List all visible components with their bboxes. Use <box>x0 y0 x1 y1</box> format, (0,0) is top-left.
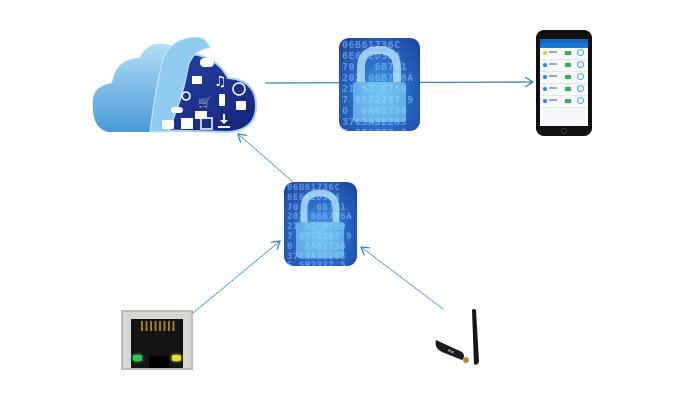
padlock-icon <box>353 45 406 122</box>
cloud-node: ♫ 🛒 <box>88 28 263 138</box>
arrow-ethernet-to-lock <box>192 241 280 314</box>
padlock-icon <box>296 189 344 258</box>
encryption-lock-top: 06B61736C 6E6A2D3D4 70 6B761 202 06B736A… <box>339 38 420 131</box>
phone-list-item <box>540 72 588 84</box>
link-led-green <box>133 355 142 361</box>
calendar-icon <box>200 117 213 130</box>
home-button <box>561 128 567 134</box>
usb-antenna-icon: ▪▪ <box>435 309 479 365</box>
camera-icon <box>162 120 174 129</box>
activity-led-yellow <box>172 355 181 361</box>
phone-list-item <box>540 48 588 60</box>
padlock-icon <box>236 101 246 110</box>
phone-list-item <box>540 60 588 72</box>
phone-list-item <box>540 84 588 96</box>
arrow-dongle-to-lock <box>361 247 444 310</box>
download-icon <box>218 114 230 128</box>
game-controller-icon <box>171 107 183 113</box>
cloud-icon: ♫ 🛒 <box>92 36 258 134</box>
settings-gear-icon <box>181 91 191 101</box>
phone-list-item <box>540 96 588 108</box>
mobile-phone-icon <box>219 94 225 106</box>
usb-wifi-dongle: ▪▪ <box>432 306 484 372</box>
mail-icon <box>195 111 207 119</box>
chat-bubble-icon <box>200 58 214 67</box>
phone-screen <box>540 39 588 126</box>
ethernet-port <box>121 310 193 370</box>
video-camera-icon <box>192 76 202 84</box>
music-note-icon: ♫ <box>214 74 227 90</box>
smartphone <box>536 30 592 136</box>
binders-icon <box>181 118 193 129</box>
shopping-cart-icon: 🛒 <box>198 96 212 109</box>
svg-text:▪▪: ▪▪ <box>446 347 455 355</box>
arrow-lock-to-cloud <box>238 134 293 182</box>
encryption-lock-middle: 06B61736C 6E6A2D3D4 70 6B761 202 06B736A… <box>284 182 357 266</box>
globe-icon <box>232 82 246 96</box>
